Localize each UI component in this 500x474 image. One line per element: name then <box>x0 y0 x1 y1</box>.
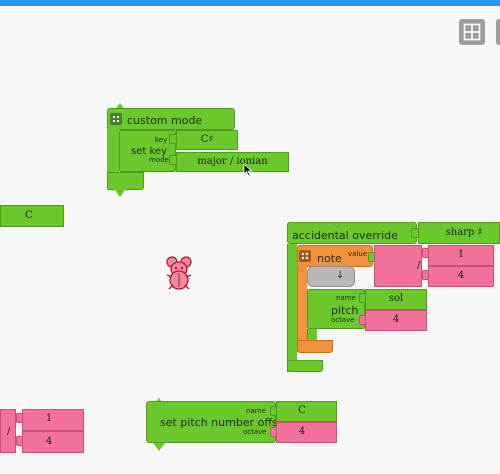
left-denominator-block[interactable] <box>22 431 84 453</box>
pitch-header[interactable] <box>307 289 365 329</box>
down-arrow-block[interactable] <box>307 266 355 287</box>
accidental-title: accidental override <box>292 229 398 242</box>
c-value: C <box>25 210 33 221</box>
accidental-footer <box>287 360 323 372</box>
pitch-title: pitch <box>331 304 359 317</box>
set-key-block[interactable] <box>119 130 176 172</box>
pitch-offset-octave-label: octave <box>243 428 267 436</box>
left-fraction-body[interactable] <box>0 409 16 453</box>
pitch-octave-connector <box>359 315 366 325</box>
denominator-value: 4 <box>457 270 465 281</box>
left-numerator-connector <box>16 413 23 423</box>
key-value-block[interactable] <box>176 130 238 150</box>
block-bottom-notch <box>153 443 165 451</box>
pitch-octave-value: 4 <box>392 314 400 325</box>
pitch-offset-title: set pitch number offset <box>160 416 289 429</box>
key-connector <box>169 134 176 144</box>
mode-label: mode <box>149 156 169 164</box>
mode-connector <box>169 155 176 165</box>
pitch-offset-name-label: name <box>246 407 266 415</box>
block-bottom-notch <box>114 189 126 197</box>
block-notch <box>114 103 126 111</box>
key-value: C♯ <box>200 134 214 145</box>
mouse-icon[interactable] <box>163 255 195 291</box>
down-arrow-icon: ↓ <box>336 270 345 281</box>
note-value-label: value <box>348 250 368 258</box>
pitch-name-connector <box>359 293 366 303</box>
left-numerator-value: 1 <box>45 413 53 424</box>
note-value-connector <box>368 252 375 262</box>
pitch-octave-block[interactable] <box>365 310 427 331</box>
left-denominator-value: 4 <box>45 436 53 447</box>
mouse-cursor-icon <box>243 163 253 177</box>
pitch-octave-label: octave <box>331 316 355 324</box>
pitch-offset-name-connector <box>270 406 277 416</box>
pitch-offset-octave-block[interactable] <box>276 422 337 443</box>
custom-mode-header[interactable] <box>107 108 235 130</box>
fraction-block[interactable] <box>374 245 422 287</box>
pitch-offset-name-value: C <box>298 405 306 416</box>
left-fraction-slash: / <box>7 426 11 437</box>
pitch-name-value: sol <box>388 293 404 304</box>
pitch-offset-octave-connector <box>270 427 277 437</box>
denominator-block[interactable] <box>428 266 494 287</box>
collapse-button[interactable] <box>496 19 500 45</box>
numerator-connector <box>422 248 429 258</box>
custom-mode-title: custom mode <box>127 114 203 127</box>
key-label: key <box>155 136 168 144</box>
denominator-connector <box>422 270 429 280</box>
c-value-block[interactable] <box>0 205 64 227</box>
pitch-arm <box>307 329 317 340</box>
accidental-arm <box>287 244 297 372</box>
top-bar <box>0 0 500 6</box>
numerator-value: 1 <box>457 249 465 260</box>
fraction-slash: / <box>417 260 421 271</box>
accidental-value: sharp ♯ <box>445 227 483 238</box>
pitch-name-block[interactable] <box>365 289 427 310</box>
expand-icon[interactable] <box>299 250 311 262</box>
grid-toggle-button[interactable] <box>459 19 485 45</box>
pitch-offset-name-block[interactable] <box>276 401 337 422</box>
pitch-offset-body[interactable] <box>146 401 276 443</box>
mode-value: major / ionian <box>197 156 268 167</box>
numerator-block[interactable] <box>428 245 494 266</box>
note-title: note <box>317 252 342 265</box>
note-footer <box>297 340 333 353</box>
custom-mode-footer <box>107 172 144 190</box>
expand-icon[interactable] <box>110 113 122 125</box>
left-numerator-block[interactable] <box>22 409 84 431</box>
mode-value-block[interactable] <box>176 152 289 172</box>
note-arm <box>297 266 307 352</box>
pitch-offset-octave-value: 4 <box>298 426 306 437</box>
accidental-connector <box>411 228 418 238</box>
left-denominator-connector <box>16 436 23 446</box>
set-key-label: set key <box>131 146 167 157</box>
grid-icon <box>463 23 481 41</box>
pitch-name-label: name <box>336 294 356 302</box>
